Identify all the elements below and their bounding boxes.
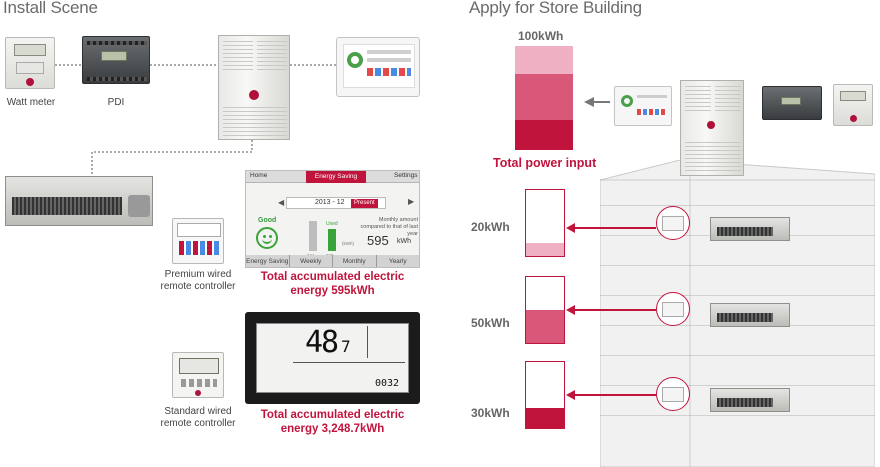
used-bar	[328, 229, 336, 251]
premium-controller-label: Premium wired remote controller	[160, 269, 236, 292]
lcd-bottom-digits: 0032	[375, 378, 400, 389]
standard-controller-label: Standard wired remote controller	[160, 406, 236, 429]
energy-saving-panel: Home Energy Saving Settings ◀ 2013 - 12 …	[245, 170, 420, 268]
floor-1-kwh-label: 20kWh	[471, 220, 510, 234]
arrow-left-icon	[584, 97, 594, 107]
floor-2-kwh-label: 50kWh	[471, 316, 510, 330]
tab-yearly[interactable]: Yearly	[388, 258, 407, 265]
panel-tab-bar: Energy Saving Weekly Monthly Yearly	[246, 255, 419, 267]
period-text: 2013 - 12	[315, 199, 345, 206]
panel-header: Home Energy Saving Settings	[246, 171, 419, 183]
floor-2-duct-unit	[710, 303, 790, 327]
amount-value: 595	[367, 233, 389, 248]
total-power-bar	[515, 46, 573, 150]
total-power-caption: Total power input	[493, 156, 597, 170]
floor-3-arrow-line	[572, 394, 656, 396]
floor-2-arrow-icon	[566, 305, 575, 315]
used-label: Used	[326, 221, 338, 227]
store-building-title: Apply for Store Building	[469, 0, 642, 17]
floor-2-bar	[525, 276, 565, 344]
watt-meter-device	[5, 37, 55, 89]
central-controller-small	[614, 86, 672, 126]
watt-meter-small	[833, 84, 873, 126]
outdoor-unit-small	[680, 80, 744, 176]
tab-monthly[interactable]: Monthly	[333, 255, 377, 267]
duct-indoor-unit-device	[5, 176, 153, 226]
floor-1-duct-unit	[710, 217, 790, 241]
total-kwh-label: 100kWh	[518, 29, 564, 43]
floor-1-arrow-icon	[566, 223, 575, 233]
panel-settings[interactable]: Settings	[394, 172, 418, 179]
lcd-display: 48 7 0032	[245, 312, 420, 404]
grey-arrow-line	[594, 101, 610, 103]
floor-3-arrow-icon	[566, 390, 575, 400]
floor-3-bar-fill	[526, 408, 564, 428]
watt-meter-label: Watt meter	[6, 97, 56, 108]
floor-1-bar-fill	[526, 242, 564, 256]
pdi-device	[82, 36, 150, 84]
panel-home[interactable]: Home	[250, 172, 268, 179]
standard-energy-caption: Total accumulated electric energy 3,248.…	[260, 409, 405, 435]
premium-controller-device	[172, 218, 224, 264]
tab-energy-saving[interactable]: Energy Saving	[246, 255, 290, 267]
premium-energy-caption: Total accumulated electric energy 595kWh	[260, 271, 405, 297]
total-bar-segment-bottom	[515, 120, 573, 150]
smile-icon	[256, 227, 278, 249]
central-controller-device	[336, 37, 420, 97]
lg-logo-icon-small	[707, 121, 715, 129]
floor-2-controller-magnifier	[656, 292, 690, 326]
lg-logo-icon	[249, 90, 259, 100]
floor-3-controller-magnifier	[656, 377, 690, 411]
tab-weekly[interactable]: Weekly	[290, 255, 333, 267]
connector-odu-duct	[91, 140, 253, 176]
outdoor-unit-device	[218, 35, 290, 140]
chevron-right-icon[interactable]: ▶	[408, 197, 415, 206]
amount-unit: kWh	[397, 238, 411, 245]
present-button[interactable]: Present	[351, 199, 378, 208]
floor-1-controller-magnifier	[656, 206, 690, 240]
pdi-device-small	[762, 86, 822, 120]
floor-3-duct-unit	[710, 388, 790, 412]
floor-2-arrow-line	[572, 309, 656, 311]
period-selector[interactable]: ◀ 2013 - 12 Present	[278, 197, 386, 209]
floor-3-kwh-label: 30kWh	[471, 406, 510, 420]
last-year-bar	[309, 221, 317, 251]
floor-1-arrow-line	[572, 227, 656, 229]
total-bar-segment-top	[515, 46, 573, 74]
lcd-small-digit: 7	[341, 337, 351, 356]
kwh-axis-label: (kWh)	[342, 241, 354, 246]
standard-controller-device	[172, 352, 224, 398]
good-label: Good	[258, 217, 277, 224]
install-scene-title: Install Scene	[3, 0, 98, 17]
total-bar-segment-mid	[515, 74, 573, 120]
lcd-main-digits: 48	[305, 325, 339, 360]
floor-1-bar	[525, 189, 565, 257]
panel-title: Energy Saving	[306, 171, 366, 183]
monthly-compare-text: Monthly amount compared to that of last …	[360, 217, 418, 237]
floor-2-bar-fill	[526, 310, 564, 343]
chevron-left-icon[interactable]: ◀	[278, 198, 285, 207]
pdi-label: PDI	[107, 97, 125, 108]
floor-3-bar	[525, 361, 565, 429]
